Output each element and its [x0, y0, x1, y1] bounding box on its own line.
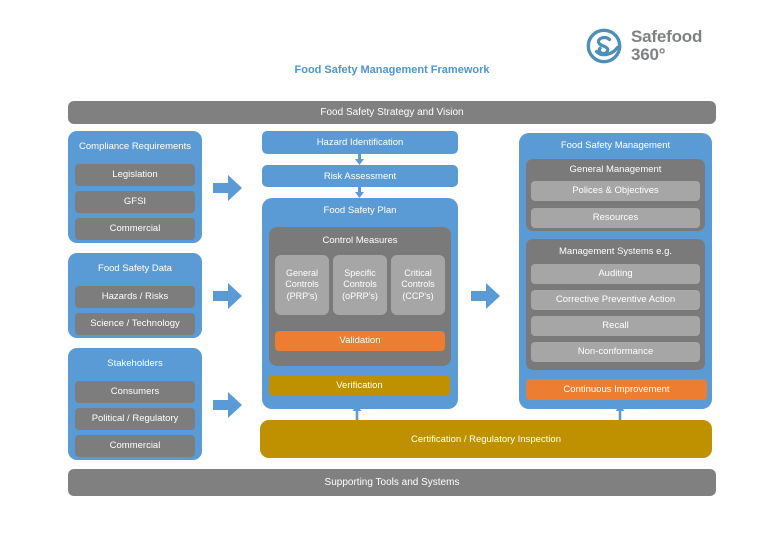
list-item: Hazards / Risks — [75, 286, 195, 308]
critical-controls-box: Critical Controls (CCP's) — [391, 255, 445, 315]
food-safety-plan-container: Food Safety Plan Control Measures Genera… — [262, 198, 458, 409]
list-item: Consumers — [75, 381, 195, 403]
list-item: Science / Technology — [75, 313, 195, 335]
list-item: Recall — [531, 316, 700, 336]
arrow-up-icon — [615, 405, 625, 421]
list-item: Polices & Objectives — [531, 181, 700, 201]
page-title: Food Safety Management Framework — [294, 64, 490, 76]
control-measures-row: General Controls (PRP's) Specific Contro… — [275, 255, 445, 315]
arrow-up-icon — [352, 405, 362, 421]
arrow-right-icon — [213, 283, 242, 309]
validation-bar: Validation — [275, 331, 445, 351]
list-item: Corrective Preventive Action — [531, 290, 700, 310]
strategy-vision-bar: Food Safety Strategy and Vision — [68, 101, 716, 124]
food-safety-plan-title: Food Safety Plan — [323, 205, 397, 216]
group-compliance-requirements: Compliance Requirements Legislation GFSI… — [68, 131, 202, 243]
hazard-identification-bar: Hazard Identification — [262, 131, 458, 154]
certification-inspection-bar: Certification / Regulatory Inspection — [260, 420, 712, 458]
continuous-improvement-bar: Continuous Improvement — [526, 379, 707, 400]
arrow-right-icon — [471, 283, 500, 309]
list-item: Commercial — [75, 218, 195, 240]
supporting-tools-bar: Supporting Tools and Systems — [68, 469, 716, 496]
list-item: Non-conformance — [531, 342, 700, 362]
control-measures-title: Control Measures — [322, 235, 398, 246]
list-item: Legislation — [75, 164, 195, 186]
general-management-title: General Management — [569, 164, 662, 175]
arrow-right-icon — [213, 175, 242, 201]
general-management-box: General Management Polices & Objectives … — [526, 159, 705, 231]
control-measures-box: Control Measures General Controls (PRP's… — [269, 227, 451, 366]
list-item: Auditing — [531, 264, 700, 284]
arrow-down-icon — [355, 187, 364, 198]
safefood-logo-icon — [586, 28, 622, 64]
group-title: Stakeholders — [107, 358, 163, 369]
food-safety-management-title: Food Safety Management — [560, 140, 671, 151]
group-stakeholders: Stakeholders Consumers Political / Regul… — [68, 348, 202, 460]
arrow-right-icon — [213, 392, 242, 418]
food-safety-management-container: Food Safety Management General Managemen… — [519, 133, 712, 409]
list-item: Commercial — [75, 435, 195, 457]
safefood-360-logo: Safefood 360° — [584, 26, 702, 66]
group-title: Compliance Requirements — [79, 141, 191, 152]
logo-name: Safefood — [631, 27, 703, 46]
specific-controls-box: Specific Controls (oPRP's) — [333, 255, 387, 315]
list-item: GFSI — [75, 191, 195, 213]
group-food-safety-data: Food Safety Data Hazards / Risks Science… — [68, 253, 202, 338]
general-controls-box: General Controls (PRP's) — [275, 255, 329, 315]
management-systems-box: Management Systems e.g. Auditing Correct… — [526, 239, 705, 370]
list-item: Resources — [531, 208, 700, 228]
arrow-down-icon — [355, 154, 364, 165]
list-item: Political / Regulatory — [75, 408, 195, 430]
verification-bar: Verification — [269, 375, 450, 396]
management-systems-title: Management Systems e.g. — [559, 246, 672, 257]
logo-suffix: 360° — [631, 45, 666, 64]
risk-assessment-bar: Risk Assessment — [262, 165, 458, 187]
logo-text: Safefood 360° — [631, 28, 702, 64]
group-title: Food Safety Data — [98, 263, 172, 274]
